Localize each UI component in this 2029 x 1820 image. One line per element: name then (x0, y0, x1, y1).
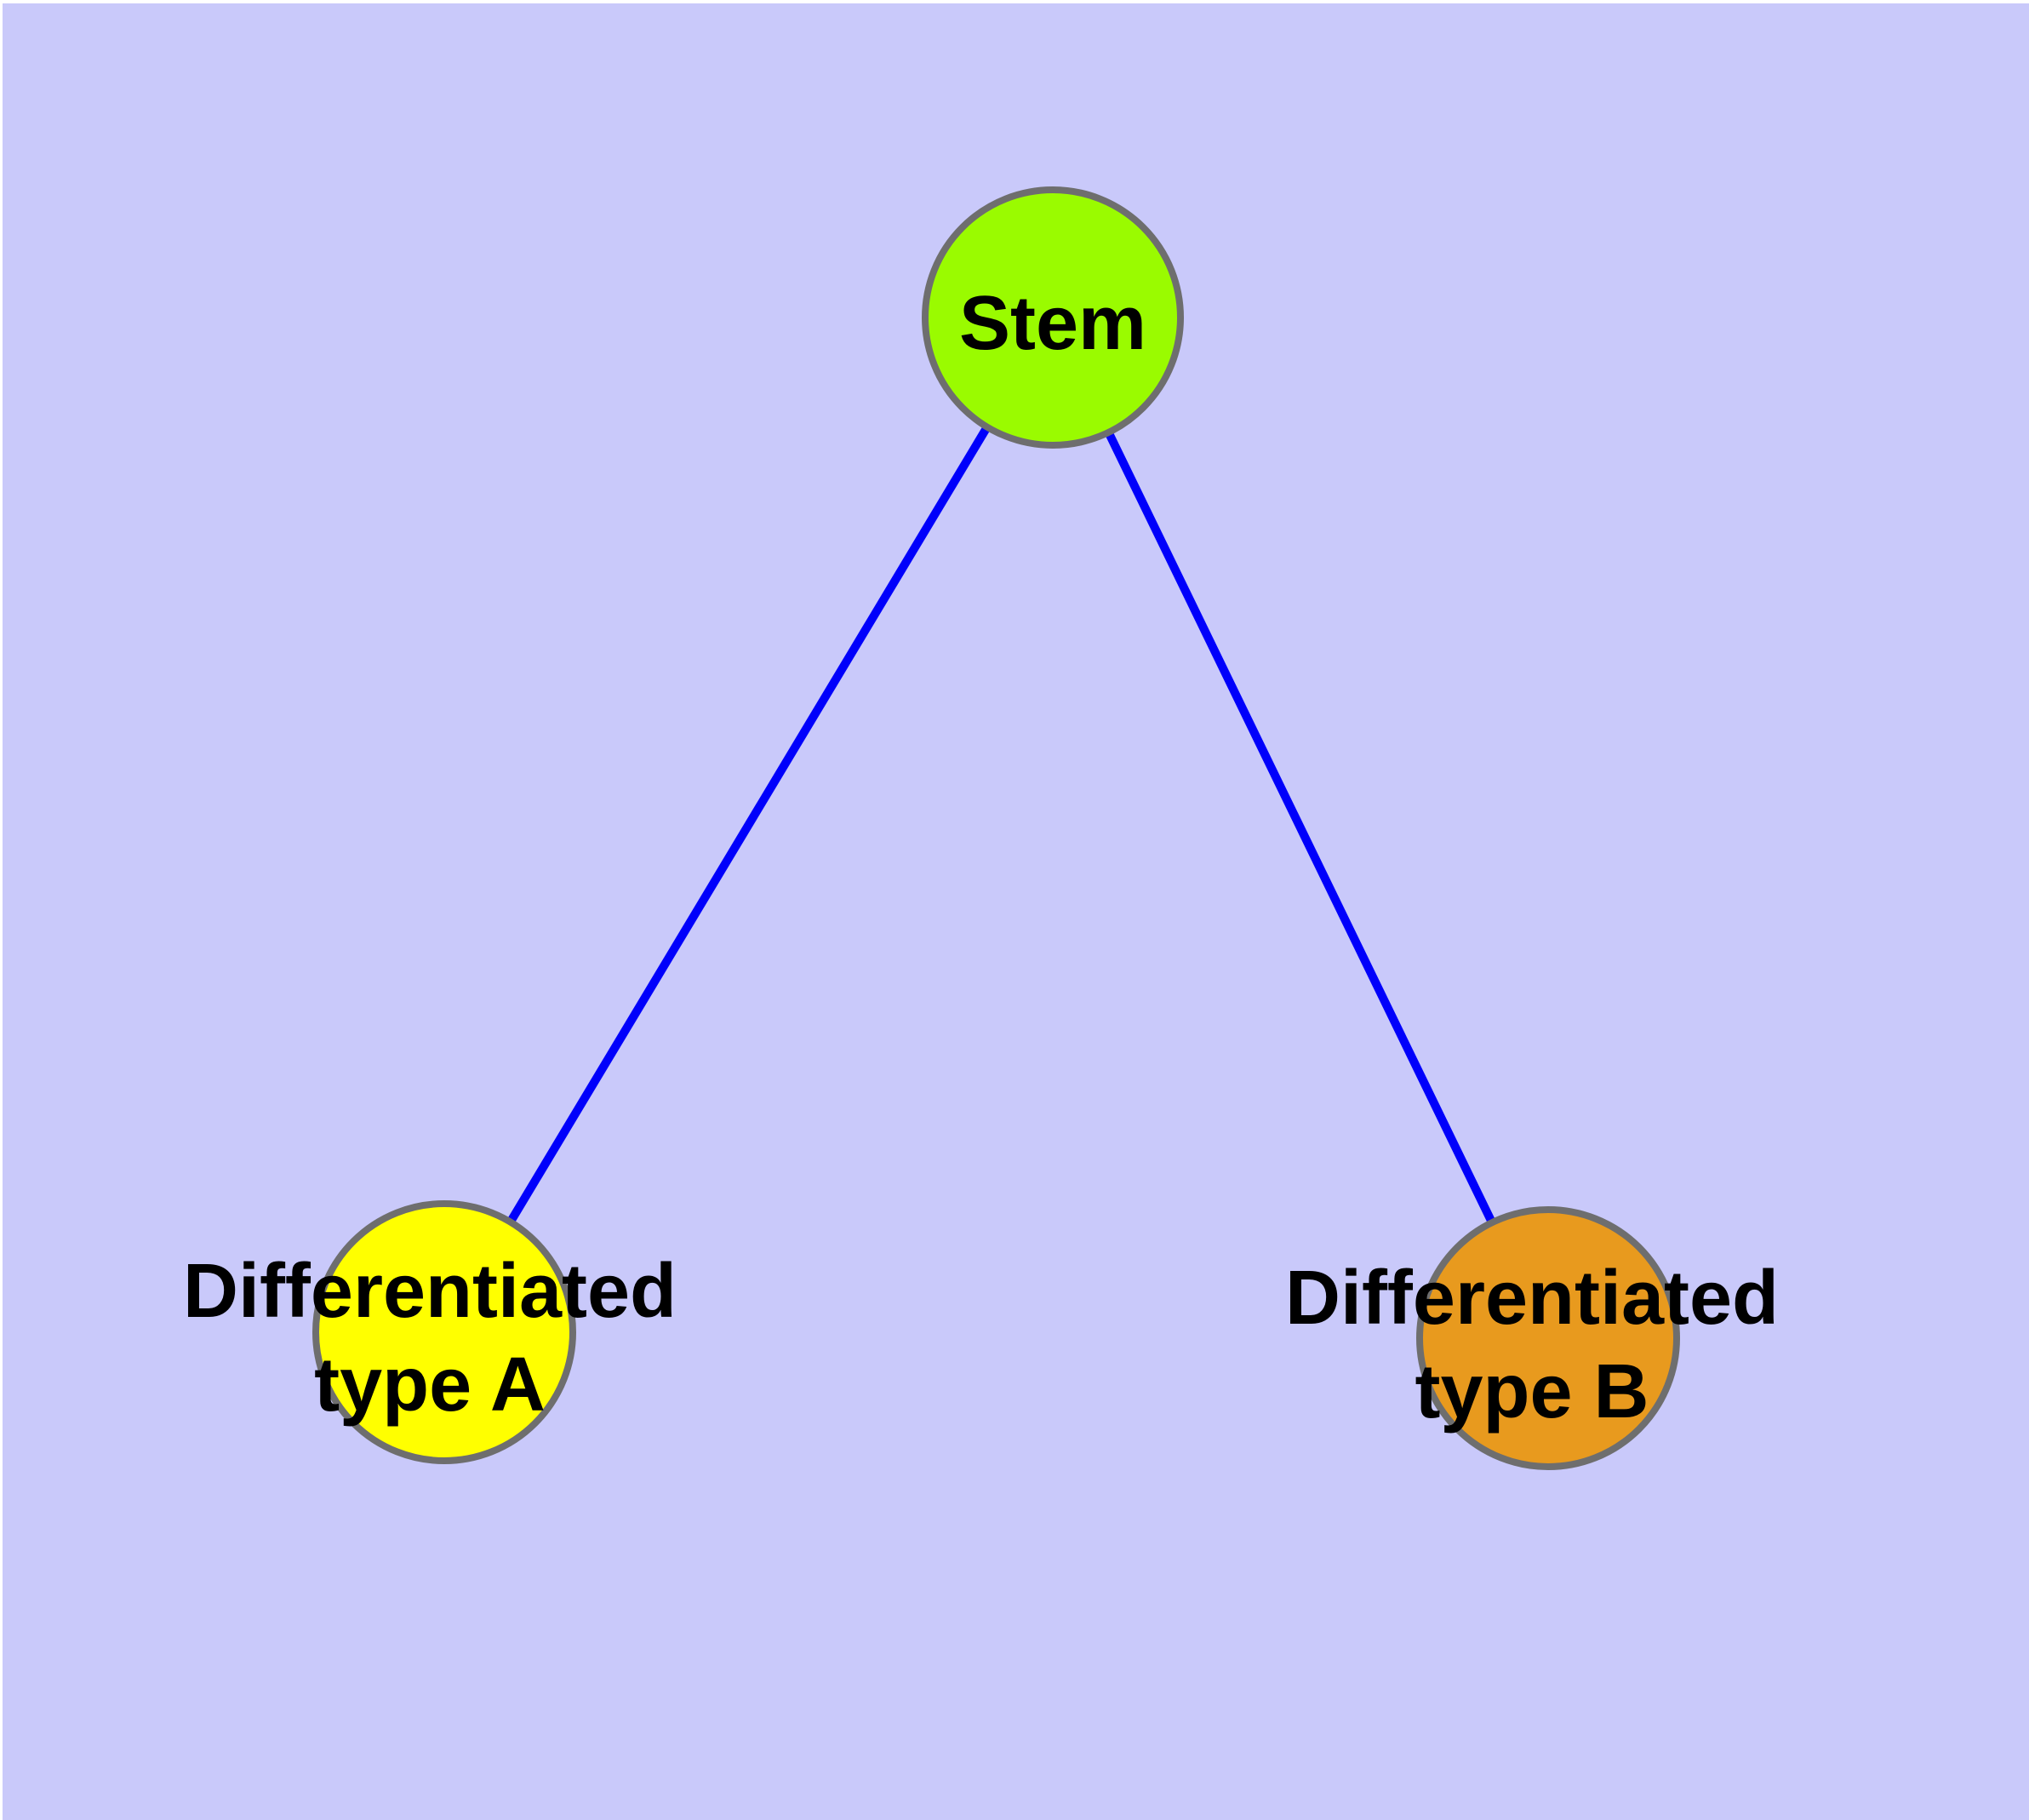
node-label-line: Stem (959, 281, 1146, 366)
node-circle-type-a (312, 1200, 576, 1464)
node-circle-type-b (1416, 1206, 1680, 1470)
edge-layer (440, 315, 1552, 1341)
node-label-stem: Stem (959, 281, 1146, 366)
node-layer (312, 186, 1680, 1470)
node-label-line: Differentiated (183, 1249, 677, 1334)
node-label-line: type B (1415, 1349, 1649, 1434)
node-label-line: type A (314, 1342, 546, 1428)
edge-stem-type-b (1049, 315, 1552, 1341)
edge-stem-type-a (440, 315, 1057, 1335)
node-label-line: Differentiated (1285, 1256, 1779, 1341)
node-circle-stem (922, 186, 1184, 449)
